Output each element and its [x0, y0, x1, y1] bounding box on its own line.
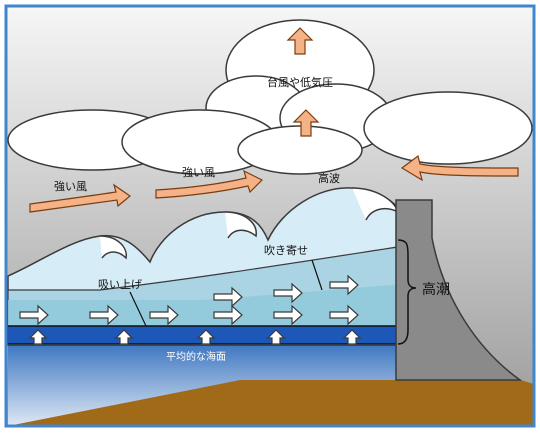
cloud-up-arrow-top	[286, 27, 314, 55]
cloud-label: 台風や低気圧	[267, 75, 333, 89]
wind-label-center: 強い風	[182, 166, 215, 179]
suction-pointer	[129, 291, 147, 327]
suction-arrow-5	[342, 329, 362, 345]
wave-crest-2	[224, 211, 257, 239]
wind-setup-label: 吹き寄せ	[264, 243, 308, 257]
suction-label: 吸い上げ	[98, 278, 142, 291]
suction-arrow-2	[114, 329, 134, 345]
wind-arrow-center	[155, 169, 264, 199]
wind-arrow-left	[29, 183, 131, 213]
suction-arrow-4	[266, 329, 286, 345]
high-waves-label: 高波	[318, 171, 340, 185]
cloud-lower	[237, 125, 363, 175]
cloud-group	[7, 19, 533, 175]
wind-arrow-right	[400, 154, 519, 182]
suction-arrows	[28, 329, 362, 345]
setup-arrow-1	[19, 304, 49, 326]
storm-surge-brace	[397, 239, 417, 345]
suction-arrow-1	[28, 329, 48, 345]
setup-arrows	[19, 274, 359, 326]
storm-surge-label: 高潮	[422, 281, 450, 298]
suction-arrow-3	[196, 329, 216, 345]
seawall	[395, 199, 523, 381]
mean-sea-level-label: 平均的な海面	[166, 350, 226, 363]
setup-arrow-3	[149, 304, 179, 326]
setup-arrow-5	[273, 304, 303, 326]
setup-arrow-9	[329, 274, 359, 296]
setup-arrow-6	[329, 304, 359, 326]
outer-frame	[4, 4, 536, 428]
setup-arrow-8	[273, 282, 303, 304]
setup-pointer	[311, 259, 323, 291]
wave-crest-1	[99, 235, 127, 260]
wind-label-left: 強い風	[54, 180, 87, 193]
setup-arrow-2	[89, 304, 119, 326]
setup-arrow-4	[213, 304, 243, 326]
setup-arrow-7	[213, 286, 243, 308]
cloud-up-arrow-middle	[292, 109, 320, 137]
cloud-right	[363, 91, 533, 165]
ground	[8, 380, 534, 426]
